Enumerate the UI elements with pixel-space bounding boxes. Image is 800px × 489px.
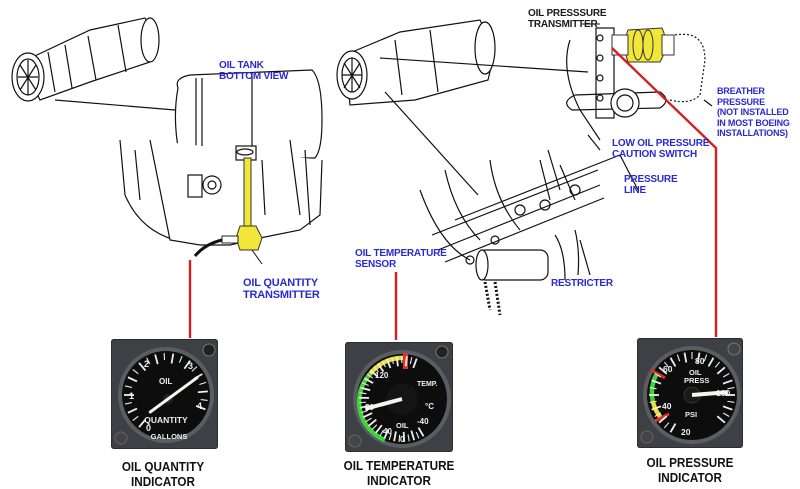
callout-pressure-line: PRESSURE LINE <box>624 174 677 196</box>
bezel-screw-icon <box>203 344 215 356</box>
dial-tick <box>198 391 208 392</box>
caption-oil-pressure-indicator: OIL PRESSURE INDICATOR <box>627 455 753 485</box>
gauge-units: GALLONS <box>151 432 188 441</box>
scale-label: 80 <box>695 356 705 366</box>
scale-label: 40 <box>662 401 672 411</box>
gauge-subtitle: OIL <box>396 421 409 430</box>
gauge-units: PSI <box>685 410 697 419</box>
bezel-screw-icon <box>436 346 448 358</box>
dial-tick <box>397 356 398 366</box>
gauge-units: °C <box>425 402 434 411</box>
callout-oil-temperature-sensor: OIL TEMPERATURE SENSOR <box>355 248 447 270</box>
gauge-title: OIL <box>159 377 172 386</box>
gauge-title: TEMP. <box>417 381 438 388</box>
scale-label: 60 <box>663 364 673 374</box>
scale-label: 2 <box>144 359 149 369</box>
callout-oil-tank: OIL TANK BOTTOM VIEW <box>219 60 288 82</box>
caption-oil-quantity-indicator: OIL QUANTITY INDICATOR <box>109 459 217 489</box>
bezel-screw-icon <box>115 432 127 444</box>
callout-low-oil-pressure-switch: LOW OIL PRESSURE CAUTION SWITCH <box>612 138 709 160</box>
scale-label: 120 <box>375 371 389 380</box>
bezel-screw-icon <box>728 343 740 355</box>
callout-oil-quantity-transmitter: OIL QUANTITY TRANSMITTER <box>243 277 320 301</box>
callout-restricter: RESTRICTER <box>551 278 613 289</box>
scale-label: 0 <box>400 435 405 444</box>
gauge-subtitle: QUANTITY <box>144 415 188 425</box>
callout-oil-pressure-transmitter: OIL PRESSSURE TRANSMITTER <box>528 8 606 30</box>
scale-label: 1 <box>129 391 134 401</box>
gauge-subtitle: PRESS <box>684 376 709 385</box>
dial-tick <box>406 356 407 366</box>
callout-breather-pressure: BREATHER PRESSURE (NOT INSTALLED IN MOST… <box>717 86 790 139</box>
bezel-screw-icon <box>349 435 361 447</box>
scale-label: 40 <box>383 427 392 436</box>
scale-label: -40 <box>417 417 429 426</box>
scale-label: 4 <box>197 401 202 411</box>
bezel-screw-icon <box>641 431 653 443</box>
scale-label: 3 <box>188 361 193 371</box>
oil-quantity-indicator: 1 2 3 4 0 OIL QUANTITY GALLONS <box>111 339 218 449</box>
scale-label: 20 <box>681 427 691 437</box>
oil-pressure-indicator: 60 80 100 40 20 OIL PRESS PSI <box>637 338 743 448</box>
oil-temperature-indicator: 120 80 40 0 -40 TEMP. °C OIL <box>345 342 453 452</box>
caption-oil-temperature-indicator: OIL TEMPERATURE INDICATOR <box>331 458 468 488</box>
